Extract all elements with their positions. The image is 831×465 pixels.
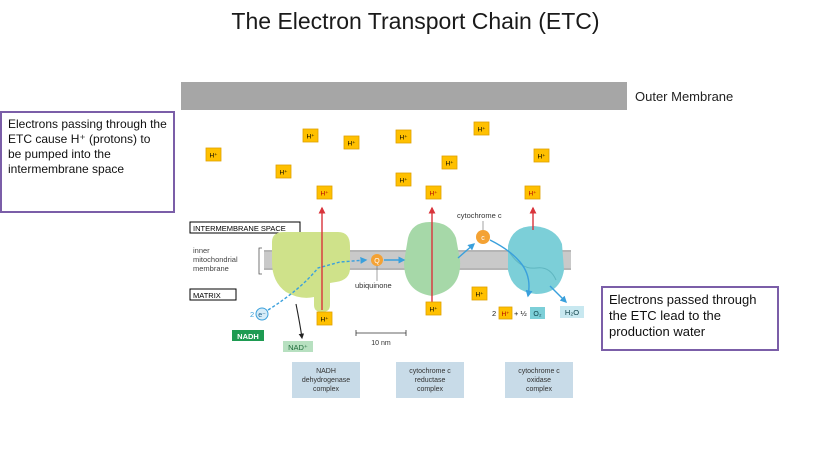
reaction-proton-badge: H⁺ [498, 306, 513, 320]
inner-membrane-label-3: membrane [193, 264, 229, 273]
scale-label: 10 nm [371, 340, 391, 347]
proton-h-plus: H⁺ [302, 128, 319, 143]
complex-label-line: NADH [316, 368, 336, 375]
svg-text:H⁺: H⁺ [501, 311, 510, 318]
proton-h-plus: H⁺ [205, 147, 222, 162]
inner-membrane-label-1: inner [193, 246, 210, 255]
electron-path-1 [267, 256, 368, 311]
water-arrow [549, 285, 567, 303]
proton-h-plus: H⁺ [343, 135, 360, 150]
svg-text:H⁺: H⁺ [209, 153, 218, 160]
outer-membrane-label: Outer Membrane [635, 89, 733, 104]
svg-text:H⁺: H⁺ [399, 178, 408, 185]
complex-i-shape [272, 232, 350, 312]
complex-label-line: cytochrome c [518, 368, 560, 375]
svg-text:H⁺: H⁺ [475, 292, 484, 299]
complex-label-box: cytochrome c reductase complex [396, 362, 464, 398]
complex-label-box: NADH dehydrogenase complex [292, 362, 360, 398]
svg-text:H⁺: H⁺ [347, 141, 356, 148]
complex-label-line: cytochrome c [409, 368, 451, 375]
svg-text:H⁺: H⁺ [528, 191, 537, 198]
e-minus-label: e⁻ [258, 312, 266, 319]
page-title: The Electron Transport Chain (ETC) [231, 8, 600, 34]
outer-membrane-bar [181, 82, 627, 110]
complex-label-line: complex [313, 386, 340, 393]
svg-text:H⁺: H⁺ [445, 161, 454, 168]
ubiquinone-q-circle [371, 254, 383, 266]
complex-label-box: cytochrome c oxidase complex [505, 362, 573, 398]
proton-h-plus: H⁺ [425, 185, 442, 200]
electron-circle [255, 307, 269, 321]
o2-label: O₂ [533, 311, 541, 318]
c-label: c [481, 235, 485, 242]
svg-text:H⁺: H⁺ [320, 191, 329, 198]
electron-path-4 [489, 239, 533, 298]
electron-path-3 [457, 243, 476, 259]
matrix-box [189, 288, 237, 301]
intermembrane-space-box [189, 221, 301, 234]
reaction-two: 2 [492, 309, 496, 318]
complex-label-line: dehydrogenase [302, 377, 350, 384]
cytochrome-c-circle [476, 230, 490, 244]
complex-label-line: reductase [415, 377, 446, 384]
proton-h-plus: H⁺ [275, 164, 292, 179]
proton-h-plus: H⁺ [316, 311, 333, 326]
proton-h-plus: H⁺ [441, 155, 458, 170]
proton-h-plus: H⁺ [316, 185, 333, 200]
nad-plus-badge [283, 341, 313, 352]
proton-h-plus: H⁺ [524, 185, 541, 200]
cytochrome-c-label: cytochrome c [457, 211, 502, 220]
proton-h-plus: H⁺ [473, 121, 490, 136]
complex-label-line: oxidase [527, 377, 551, 384]
intermembrane-space-label: INTERMEMBRANE SPACE [193, 224, 286, 233]
nadh-arrow [295, 303, 305, 340]
nadh-label: NADH [237, 332, 259, 341]
nadh-badge [232, 330, 264, 341]
svg-text:H⁺: H⁺ [320, 317, 329, 324]
reaction-plus: + ½ [514, 309, 527, 318]
svg-text:H⁺: H⁺ [429, 307, 438, 314]
o2-badge [530, 307, 545, 319]
nad-plus-label: NAD⁺ [288, 343, 308, 352]
inner-membrane-label-2: mitochondrial [193, 255, 238, 264]
complex-label-line: complex [526, 386, 553, 393]
matrix-label: MATRIX [193, 291, 221, 300]
svg-text:H⁺: H⁺ [429, 191, 438, 198]
svg-text:H⁺: H⁺ [399, 135, 408, 142]
proton-h-plus: H⁺ [425, 301, 442, 316]
svg-text:H⁺: H⁺ [279, 170, 288, 177]
svg-text:H⁺: H⁺ [537, 154, 546, 161]
right-callout: Electrons passed through the ETC lead to… [601, 286, 779, 351]
left-callout: Electrons passing through the ETC cause … [0, 111, 175, 213]
proton-h-plus: H⁺ [533, 148, 550, 163]
complex-label-line: complex [417, 386, 444, 393]
h2o-badge [560, 306, 584, 318]
svg-text:H⁺: H⁺ [477, 127, 486, 134]
q-label: Q [374, 258, 380, 265]
ubiquinone-label: ubiquinone [355, 281, 392, 290]
proton-h-plus: H⁺ [395, 129, 412, 144]
proton-h-plus: H⁺ [471, 286, 488, 301]
proton-h-plus: H⁺ [395, 172, 412, 187]
svg-text:H⁺: H⁺ [306, 134, 315, 141]
complex-iv-shape [508, 226, 564, 294]
h2o-label: H₂O [565, 308, 579, 317]
two-e-count: 2 [250, 310, 254, 319]
